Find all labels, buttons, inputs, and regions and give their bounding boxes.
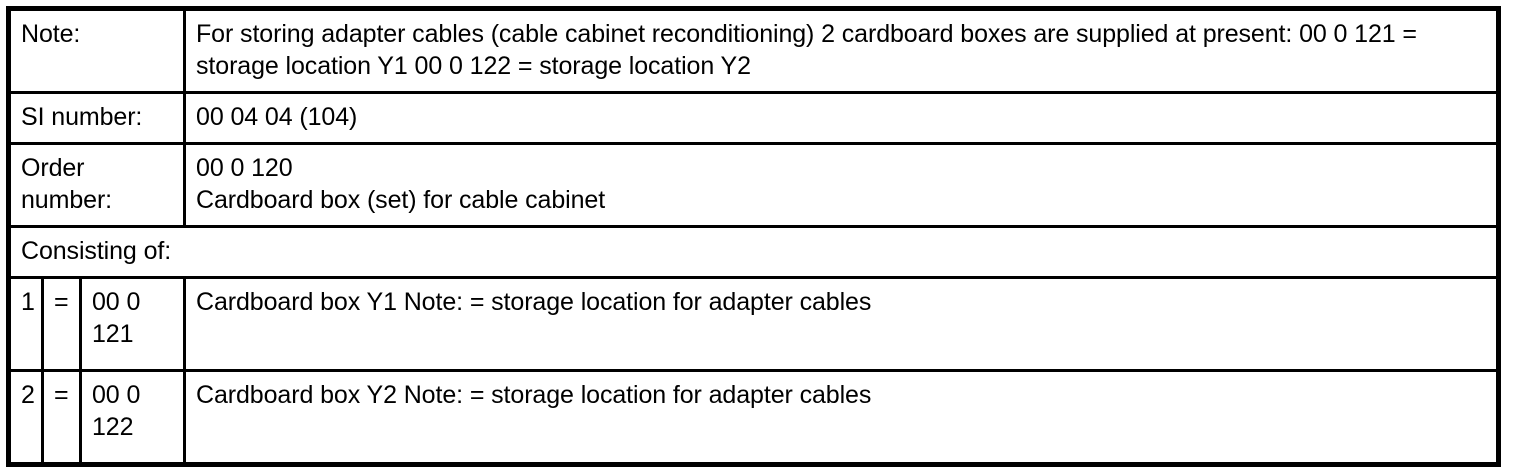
item-part-number-line-1: 00 0 <box>92 288 141 316</box>
si-number-label-cell: SI number: <box>6 91 187 145</box>
item-part-number-line-1: 00 0 <box>92 381 141 409</box>
item-description: Cardboard box Y2 Note: = storage locatio… <box>183 369 1500 466</box>
consisting-of-label: Consisting of: <box>21 237 172 265</box>
order-number-value-line-1: 00 0 120 <box>196 154 293 182</box>
note-value-line-2: storage location Y1 00 0 122 = storage l… <box>196 52 751 80</box>
document-page: Note: For storing adapter cables (cable … <box>6 6 1501 467</box>
order-number-value-cell: 00 0 120 Cardboard box (set) for cable c… <box>183 142 1500 228</box>
order-number-value-line-2: Cardboard box (set) for cable cabinet <box>196 186 606 214</box>
table-row-consisting-of: Consisting of: <box>7 225 1500 279</box>
table-row-note: Note: For storing adapter cables (cable … <box>6 7 1500 94</box>
si-number-value: 00 04 04 (104) <box>196 103 358 131</box>
note-value-cell: For storing adapter cables (cable cabine… <box>183 7 1500 94</box>
note-label: Note: <box>21 20 81 48</box>
item-part-number: 00 0 121 <box>78 276 187 372</box>
item-index: 2 <box>7 369 44 466</box>
table-row-si-number: SI number: 00 04 04 (104) <box>6 91 1500 145</box>
order-number-label-line-1: Order <box>21 154 85 182</box>
order-number-label-line-2: number: <box>21 186 113 214</box>
table-row-order-number: Order number: 00 0 120 Cardboard box (se… <box>6 142 1500 228</box>
order-number-label-cell: Order number: <box>6 142 187 228</box>
table-row: 2 = 00 0 122 Cardboard box Y2 Note: = st… <box>7 369 1500 466</box>
item-index: 1 <box>7 276 44 372</box>
consisting-of-cell: Consisting of: <box>7 225 1500 279</box>
item-part-number-line-2: 122 <box>92 413 134 441</box>
item-description: Cardboard box Y1 Note: = storage locatio… <box>183 276 1500 372</box>
item-equals-sign: = <box>41 369 82 466</box>
si-number-label: SI number: <box>21 103 143 131</box>
item-equals-sign: = <box>41 276 82 372</box>
table-row: 1 = 00 0 121 Cardboard box Y1 Note: = st… <box>7 276 1500 372</box>
item-part-number-line-2: 121 <box>92 320 134 348</box>
si-number-value-cell: 00 04 04 (104) <box>183 91 1500 145</box>
note-label-cell: Note: <box>6 7 187 94</box>
specification-table: Note: For storing adapter cables (cable … <box>6 6 1501 467</box>
note-value-line-1: For storing adapter cables (cable cabine… <box>196 20 1417 48</box>
item-part-number: 00 0 122 <box>78 369 187 466</box>
